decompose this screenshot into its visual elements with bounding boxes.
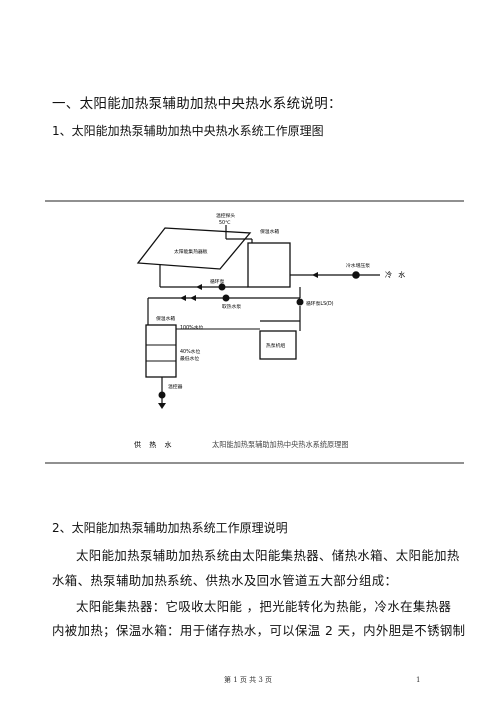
heat-water-pump-label: 取热水泵 xyxy=(222,303,241,310)
circ-pump-ls-label: 循环泵LS(D) xyxy=(306,300,334,307)
page-number: 1 xyxy=(416,676,421,684)
storage-water-tank xyxy=(145,324,177,378)
heat-water-pump-icon xyxy=(222,294,230,302)
circ-pump-icon xyxy=(218,283,226,291)
level-100-label: 100%水位 xyxy=(180,324,204,331)
heat-pump-label: 热泵机组 xyxy=(266,342,285,349)
paragraph-line: 内被加热；保温水箱：用于储存热水，可以保温 2 天，内外胆是不锈钢制 xyxy=(52,623,466,638)
storage-tank-label: 保温水箱 xyxy=(156,315,175,322)
feed-arrow-icon-1 xyxy=(180,295,186,301)
level-40-label: 40%水位 xyxy=(180,348,200,355)
circ-pump-ls-icon xyxy=(296,298,304,306)
subsection-heading-2: 2、太阳能加热泵辅助加热系统工作原理说明 xyxy=(52,521,288,535)
supply-water-label: 供 热 水 xyxy=(134,440,174,449)
temp-ctrl-label: 温控器 xyxy=(168,383,183,390)
supply-arrow-icon xyxy=(158,403,166,409)
feed-arrow-icon-2 xyxy=(190,295,196,301)
cold-inlet-arrow-icon xyxy=(312,272,318,278)
page-footer: 第 1 页 共 3 页 xyxy=(223,676,273,684)
temp-probe-value: 50℃ xyxy=(219,220,231,226)
paragraph-line: 太阳能加热泵辅助加热系统由太阳能集热器、储热水箱、太阳能加热 xyxy=(76,548,460,563)
insulated-water-tank xyxy=(247,242,291,288)
section-heading: 一、太阳能加热泵辅助加热中央热水系统说明： xyxy=(52,96,342,112)
paragraph-line: 太阳能集热器：它吸收太阳能 ，把光能转化为热能，冷水在集热器 xyxy=(76,599,452,614)
heat-pump-unit xyxy=(259,330,297,360)
subsection-heading: 1、太阳能加热泵辅助加热中央热水系统工作原理图 xyxy=(52,124,324,138)
booster-pump-icon xyxy=(352,271,360,279)
circ-pump-arrow-icon xyxy=(196,284,202,290)
level-min-label: 最低水位 xyxy=(180,355,199,362)
circ-pump-label: 循环泵 xyxy=(210,278,225,285)
collector-label: 太阳能集热器板 xyxy=(174,248,208,255)
system-diagram: 太阳能集热器板 温控探头 50℃ 保温水箱 冷水增压泵 冷 水 循环泵 取热水泵… xyxy=(45,200,464,464)
solar-collector-panel xyxy=(136,227,252,270)
temp-probe-label: 温控探头 xyxy=(216,212,235,219)
paragraph-line: 水箱、热泵辅助加热系统、供热水及回水管道五大部分组成： xyxy=(52,573,398,588)
booster-pump-label: 冷水增压泵 xyxy=(346,262,370,269)
cold-water-label: 冷 水 xyxy=(385,270,407,279)
diagram-caption: 太阳能加热泵辅助加热中央热水系统原理图 xyxy=(212,440,349,449)
insulated-tank-label: 保温水箱 xyxy=(260,228,279,235)
supply-pump-icon xyxy=(158,391,166,399)
